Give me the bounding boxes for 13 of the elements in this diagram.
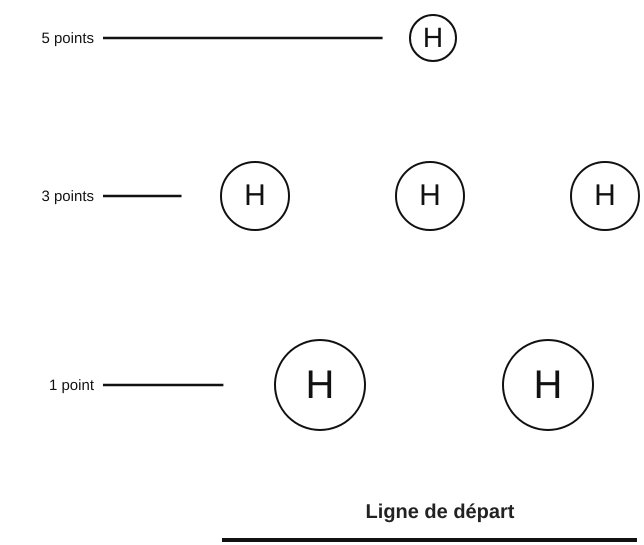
- circle-marker: H: [570, 161, 640, 231]
- circle-marker: H: [409, 14, 457, 62]
- leader-line: [103, 36, 383, 40]
- leader-line: [103, 194, 182, 198]
- score-label: 3 points: [41, 188, 94, 204]
- circle-marker: H: [502, 339, 594, 431]
- circle-marker: H: [220, 161, 290, 231]
- circle-marker: H: [395, 161, 465, 231]
- score-label: 1 point: [48, 376, 94, 394]
- score-label: 5 points: [41, 30, 94, 46]
- line-label: Ligne de départ: [366, 500, 514, 524]
- leader-line: [103, 384, 224, 386]
- circle-marker: H: [274, 339, 366, 431]
